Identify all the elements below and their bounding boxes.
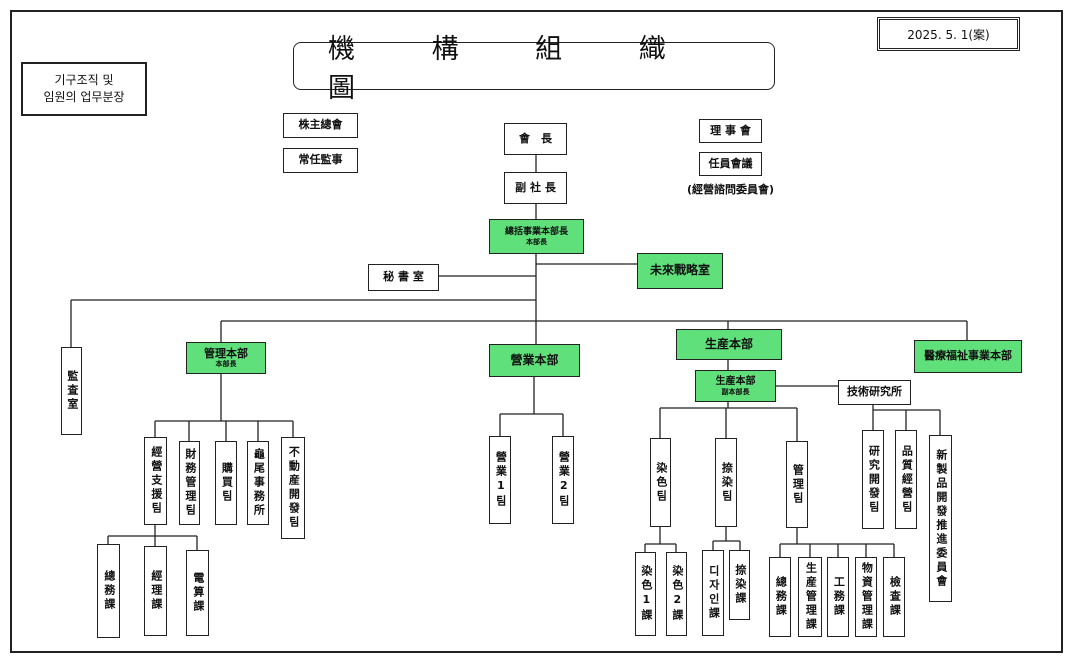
research-team: 研究開發팀: [862, 430, 884, 529]
sales2-label: 營業2팀: [557, 451, 571, 509]
computing-section: 電算課: [186, 550, 209, 636]
dyeing-team: 染色팀: [650, 438, 671, 527]
design-label: 디자인課: [707, 565, 721, 621]
executive-meeting-box: 任員會議: [699, 152, 762, 176]
new-product-committee: 新製品開發推進委員會: [929, 435, 952, 602]
future-strategy-box: 未來戰略室: [637, 253, 723, 289]
shareholders-box: 株主總會: [283, 113, 358, 138]
finance-team: 財務管理팀: [179, 441, 200, 525]
printing-label: 捺染課: [733, 564, 747, 606]
print-team-label: 捺染팀: [720, 461, 734, 504]
computing-label: 電算課: [191, 572, 205, 614]
audit-office-label: 監査室: [65, 370, 79, 412]
accounting-label: 經理課: [149, 570, 163, 612]
mgmt-support-label: 經營支援팀: [149, 446, 163, 516]
advisory-committee-label: (經營諮問委員會): [687, 183, 775, 196]
general-affairs-section: 總務課: [97, 544, 120, 638]
design-section: 디자인課: [702, 550, 724, 636]
board-box: 理 事 會: [699, 119, 762, 143]
secretary-box: 秘 書 室: [368, 264, 439, 291]
audit-office-box: 監査室: [61, 347, 82, 435]
prod-mgmt-label: 生産管理課: [804, 562, 818, 632]
print-team: 捺染팀: [715, 438, 737, 527]
dyeing1-label: 染色1課: [639, 565, 653, 623]
general-affairs-label: 總務課: [102, 570, 116, 612]
prod-general-section: 總務課: [769, 557, 791, 637]
dyeing2-label: 染色2課: [670, 565, 684, 623]
production-deputy-label: 生産本部: [715, 376, 756, 388]
mgmt-support-team: 經營支援팀: [144, 437, 167, 525]
quality-team: 品質經營팀: [895, 430, 917, 529]
medical-division-box: 醫療福祉事業本部: [914, 340, 1022, 373]
sales2-team: 營業2팀: [552, 436, 574, 524]
chairman-box: 會 長: [504, 123, 567, 155]
real-estate-label: 不動産開發팀: [287, 446, 301, 530]
gumi-office-team: 龜尾事務所: [247, 441, 269, 525]
dyeing1-section: 染色1課: [635, 552, 656, 636]
materials-label: 物資管理課: [860, 562, 874, 632]
materials-section: 物資管理課: [855, 557, 877, 637]
prod-mgmt-section: 生産管理課: [798, 557, 822, 637]
research-label: 研究開發팀: [867, 444, 881, 515]
production-division-box: 生産本部: [676, 329, 782, 360]
production-deputy-box: 生産本部 副本部長: [695, 370, 776, 402]
finance-label: 財務管理팀: [183, 448, 197, 518]
date-label: 2025. 5. 1(案): [877, 17, 1020, 51]
management-division-box: 管理本部 本部長: [186, 342, 266, 374]
gumi-office-label: 龜尾事務所: [252, 448, 266, 518]
accounting-section: 經理課: [144, 546, 167, 636]
inspection-label: 檢査課: [888, 576, 902, 618]
purchase-team: 購買팀: [215, 441, 237, 525]
inspection-section: 檢査課: [883, 557, 905, 637]
sales1-team: 營業1팀: [489, 436, 511, 524]
document-frame: [10, 10, 1063, 653]
printing-section: 捺染課: [729, 550, 750, 620]
general-head-box: 總括事業本部長 本部長: [489, 219, 584, 254]
engineering-section: 工務課: [827, 557, 849, 637]
real-estate-team: 不動産開發팀: [281, 437, 305, 539]
note-line-1: 기구조직 및: [54, 72, 114, 87]
mgmt-team-label: 管理팀: [791, 463, 805, 506]
sales-division-box: 營業本部: [489, 344, 580, 377]
quality-label: 品質經營팀: [900, 444, 914, 515]
dyeing-team-label: 染色팀: [654, 461, 668, 504]
note-line-2: 임원의 업무분장: [43, 90, 125, 104]
management-division-sub: 本部長: [215, 360, 237, 369]
general-head-sub: 本部長: [526, 237, 547, 246]
new-product-label: 新製品開發推進委員會: [934, 448, 948, 589]
engineering-label: 工務課: [832, 576, 846, 618]
production-deputy-sub: 副本部長: [721, 387, 750, 396]
general-head-label: 總括事業本部長: [504, 227, 568, 238]
prod-general-label: 總務課: [774, 576, 788, 618]
management-division-label: 管理本部: [204, 346, 248, 360]
mgmt-team: 管理팀: [786, 441, 808, 528]
dyeing2-section: 染色2課: [666, 552, 687, 636]
vice-president-box: 副 社 長: [504, 172, 567, 204]
auditor-box: 常任監事: [283, 148, 358, 173]
tech-lab-box: 技術研究所: [838, 380, 911, 405]
note-box: 기구조직 및 임원의 업무분장: [21, 62, 147, 116]
page-title: 機 構 組 織 圖: [293, 34, 775, 104]
sales1-label: 營業1팀: [494, 451, 508, 509]
purchase-label: 購買팀: [220, 462, 234, 504]
